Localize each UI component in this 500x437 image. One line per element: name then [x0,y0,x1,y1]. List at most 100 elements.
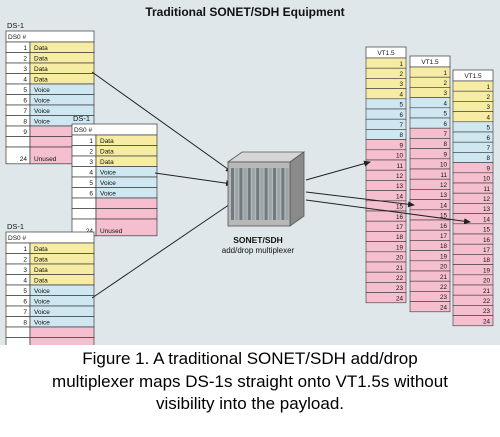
ds1-row-number: 3 [23,267,27,274]
ds1-row-label: Voice [34,97,50,104]
ds1-row-label: Data [34,256,48,263]
ds1-row-label: Voice [34,87,50,94]
vt-column: VT1.512345678910111213141516171819202122… [452,69,494,327]
ds1-row-number: 24 [20,156,28,163]
vt-row: 2 [452,90,494,102]
caption-line-1: Figure 1. A traditional SONET/SDH add/dr… [82,349,418,368]
vt-row: 16 [452,233,494,245]
ds1-row [71,197,158,209]
ds1-row-label: Data [34,66,48,73]
figure-caption: Figure 1. A traditional SONET/SDH add/dr… [0,348,500,416]
ds1-row-number-cell [71,208,97,220]
vt-row: 12 [365,169,407,181]
mux-card-slot [268,168,272,220]
vt-row: 11 [409,168,451,180]
mux-card-slot [235,168,239,220]
vt-row-number: 7 [399,122,403,129]
vt-row-number: 6 [443,121,447,128]
vt-row-number: 15 [483,227,491,234]
vt-row: 12 [452,192,494,204]
ds1-row-label: Data [34,267,48,274]
vt-row-number: 7 [486,145,490,152]
vt-row-number: 3 [399,81,403,88]
ds1-row-label: Voice [34,108,50,115]
vt-row: 1 [452,80,494,92]
ds1-table-title: DS-1 [73,114,90,123]
vt-row-number: 23 [440,294,448,301]
ds1-row-number: 4 [89,169,93,176]
vt-row-number: 9 [399,142,403,149]
arrow-mux-to-vt-a [305,160,371,181]
arrow-ds1-b-to-mux [154,172,233,187]
vt-row: 12 [409,178,451,190]
vt-row-number: 10 [483,176,491,183]
vt-row: 13 [365,180,407,191]
vt-row-number: 1 [443,70,447,77]
ds1-header-label: DS0 # [8,235,26,242]
ds1-row [5,337,95,349]
vt-row-number: 8 [443,141,447,148]
caption-line-3: visibility into the payload. [155,394,345,413]
vt-row-number: 21 [440,274,448,281]
vt-row-number: 23 [483,308,491,315]
ds1-row-label: Data [34,246,48,253]
ds1-row-label: Voice [100,190,116,197]
vt-row-number: 4 [486,114,490,121]
vt-row: 5 [365,98,407,110]
vt-row-number: 18 [396,234,404,241]
vt-row-number: 14 [396,193,404,200]
ds1-row-number: 4 [23,277,27,284]
ds1-row-label: Data [34,45,48,52]
vt-row: 3 [365,78,407,89]
ds1-row-number: 4 [23,76,27,83]
vt-row-number: 24 [440,304,448,311]
ds1-row-label: Data [100,138,114,145]
vt-row-number: 9 [486,165,490,172]
mux-card-slot [264,168,268,220]
vt-row: 3 [409,87,451,98]
vt-row-number: 19 [396,244,404,251]
vt-row: 19 [409,250,451,262]
vt-row-number: 2 [486,94,490,101]
vt-row: 14 [452,213,494,225]
vt-column-header: VT1.5 [421,59,439,66]
vt-row-number: 18 [483,257,491,264]
vt-row-number: 22 [483,298,491,305]
vt-row-number: 24 [483,318,491,325]
vt-row-number: 17 [440,233,448,240]
vt-row: 1 [409,66,451,78]
vt-row: 2 [365,67,407,79]
vt-row-number: 2 [399,71,403,78]
mux-card-slot [273,168,276,220]
ds1-row-number: 1 [23,246,27,253]
ds1-row-number: 6 [23,97,27,104]
mux-card-slot [256,168,260,220]
vt-row: 22 [365,271,407,283]
vt-row: 22 [409,280,451,292]
ds1-row-number: 5 [89,180,93,187]
vt-row-number: 12 [440,182,448,189]
mux-card-slot [231,168,234,220]
vt-columns: VT1.512345678910111213141516171819202122… [365,46,494,327]
ds1-row-number: 6 [89,190,93,197]
ds1-row-number: 1 [89,138,93,145]
vt-row: 7 [409,127,451,139]
vt-row-number: 5 [486,125,490,132]
ds1-row-label: Voice [34,288,50,295]
vt-row: 23 [452,305,494,316]
vt-row: 7 [365,118,407,130]
ds1-header-label: DS0 # [74,127,92,134]
ds1-row-number-cell [71,197,97,209]
ds1-row-number: 2 [23,55,27,62]
vt-row: 13 [452,203,494,214]
ds1-row-payload-cell [95,218,158,237]
ds1-row-label: Data [34,76,48,83]
